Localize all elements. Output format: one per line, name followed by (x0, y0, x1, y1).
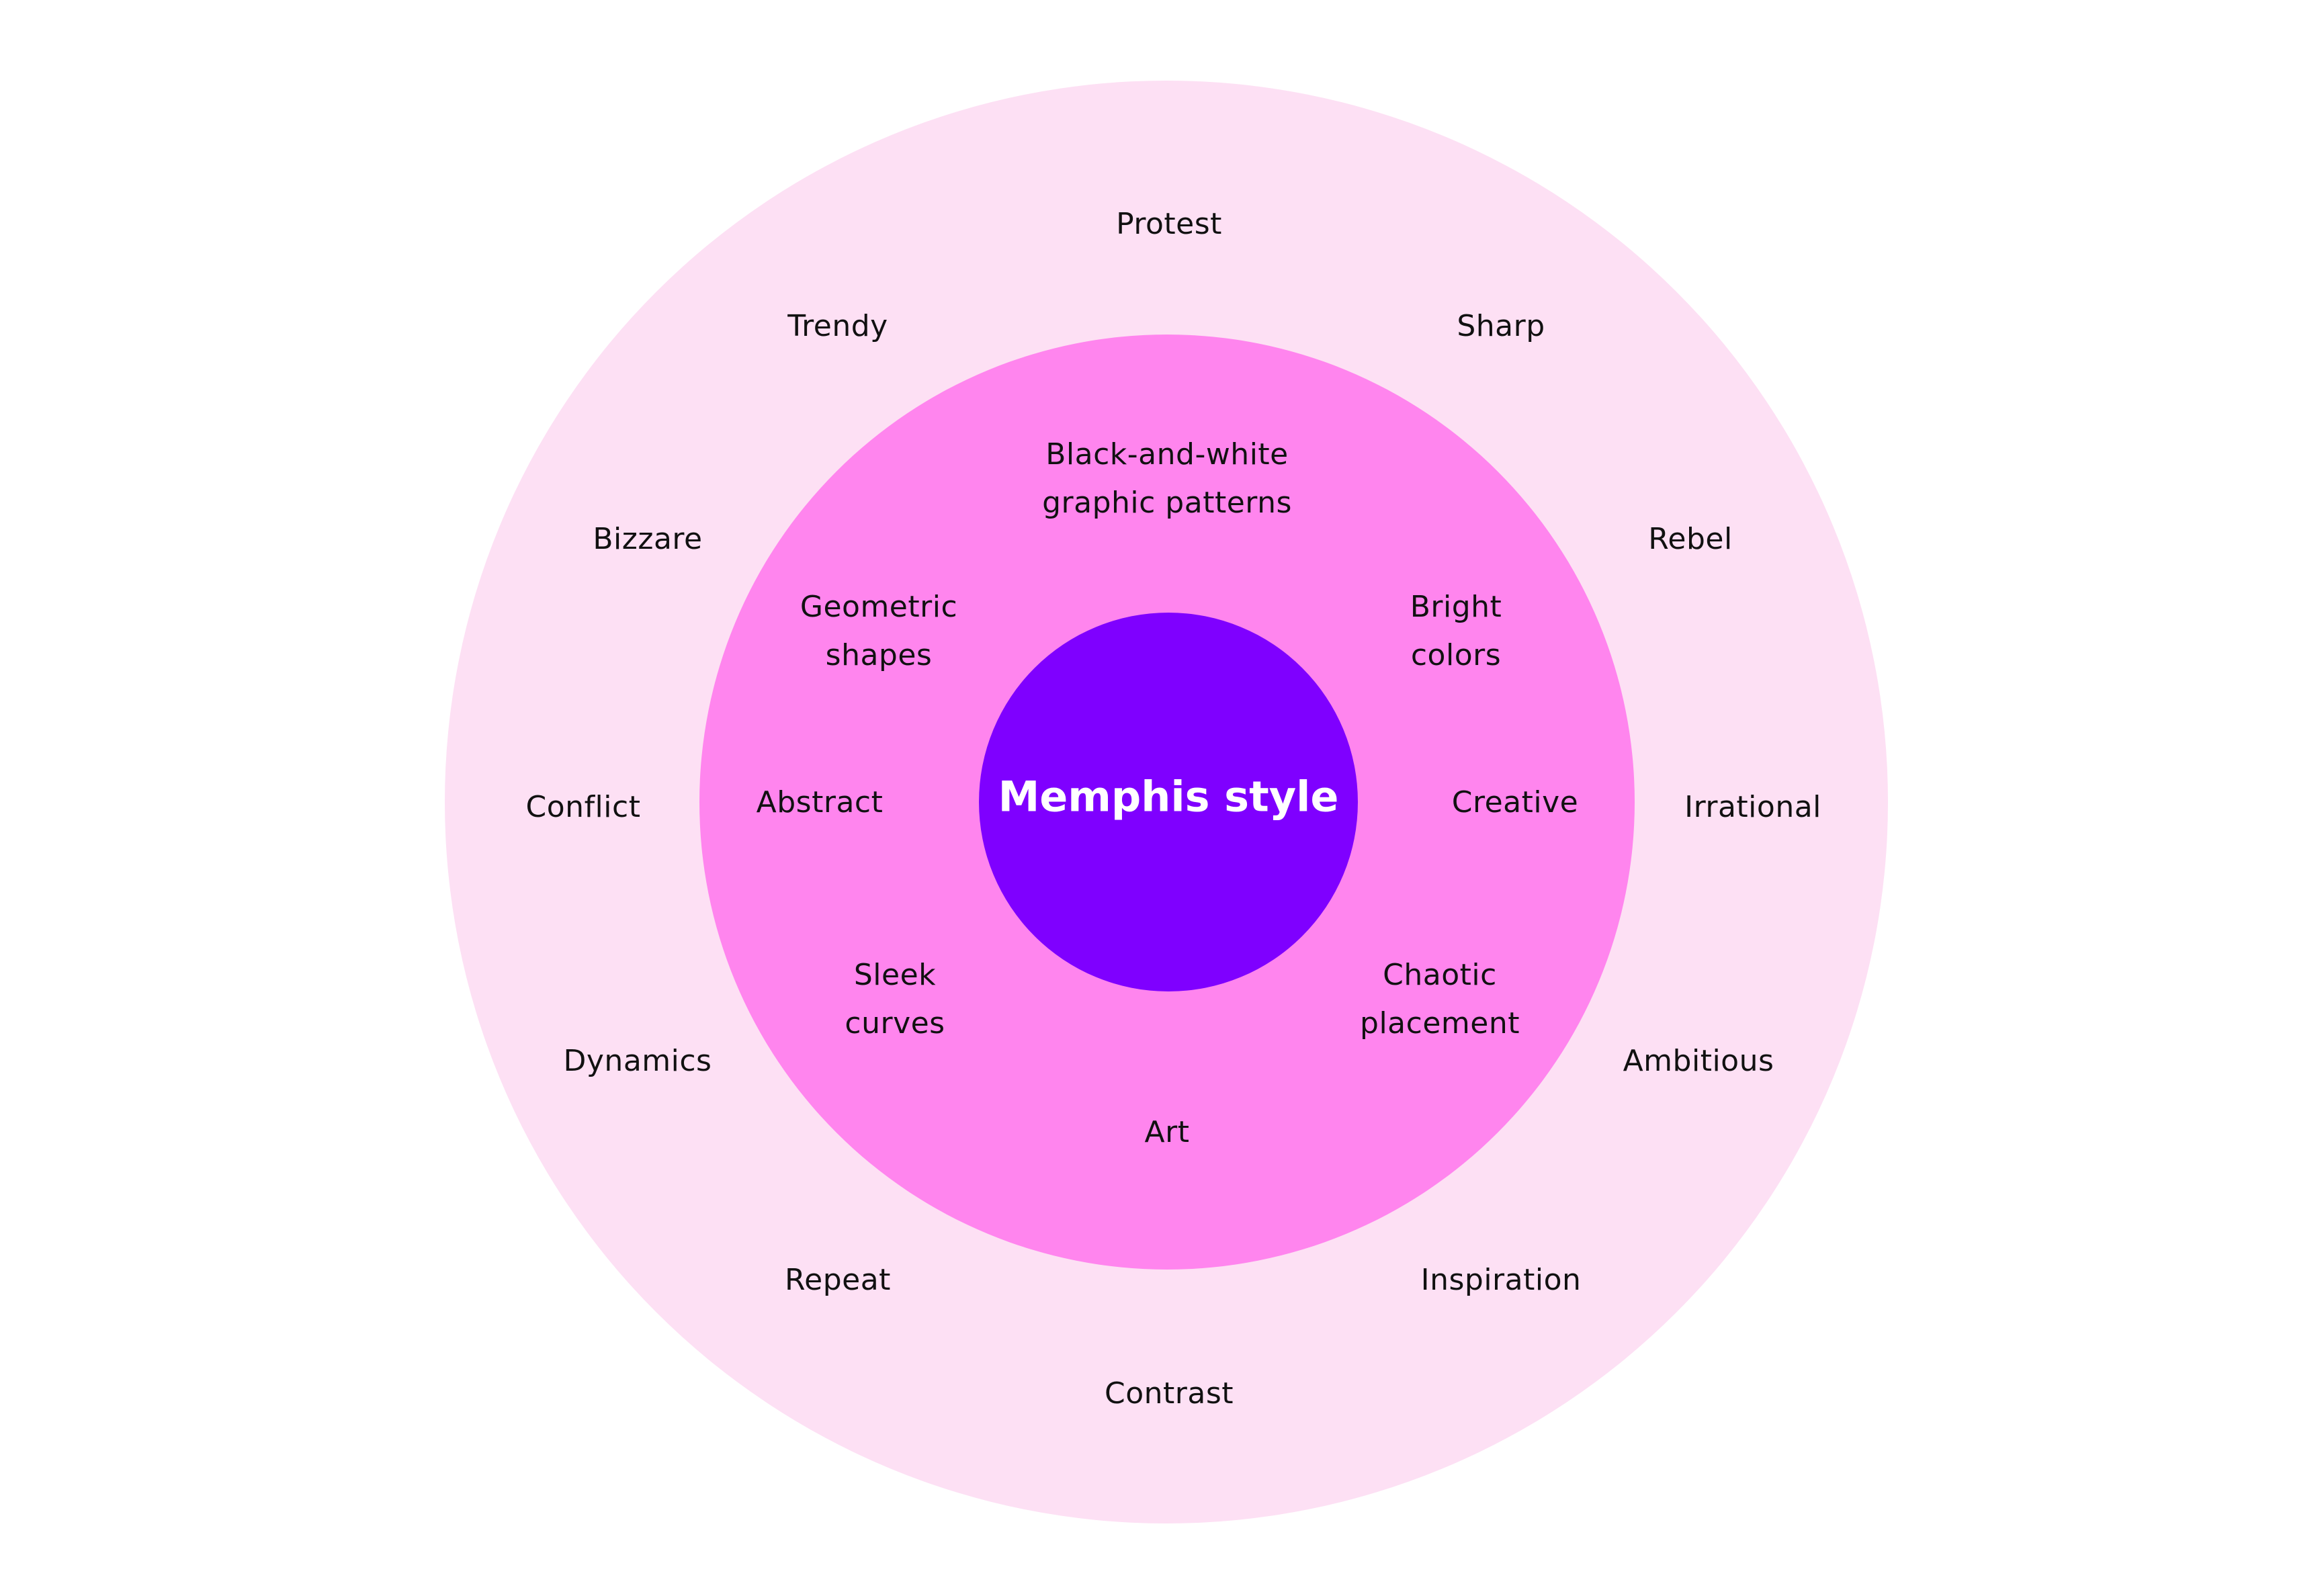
outer-label-rebel: Rebel (1648, 522, 1733, 556)
outer-label-sharp: Sharp (1457, 309, 1545, 343)
outer-label-inspiration: Inspiration (1420, 1263, 1582, 1297)
outer-label-trendy: Trendy (787, 309, 888, 343)
inner-label-creative: Creative (1451, 785, 1579, 819)
center-title: Memphis style (998, 772, 1339, 822)
inner-label-abstract: Abstract (756, 785, 884, 819)
center-circle (979, 613, 1358, 991)
outer-label-protest: Protest (1116, 207, 1222, 241)
outer-label-dynamics: Dynamics (563, 1044, 712, 1078)
outer-label-ambitious: Ambitious (1623, 1044, 1774, 1078)
inner-label-art: Art (1144, 1115, 1190, 1149)
outer-label-irrational: Irrational (1684, 790, 1821, 824)
outer-label-bizzare: Bizzare (593, 522, 703, 556)
outer-label-repeat: Repeat (785, 1263, 891, 1297)
outer-label-contrast: Contrast (1104, 1376, 1234, 1411)
outer-label-conflict: Conflict (525, 790, 641, 824)
